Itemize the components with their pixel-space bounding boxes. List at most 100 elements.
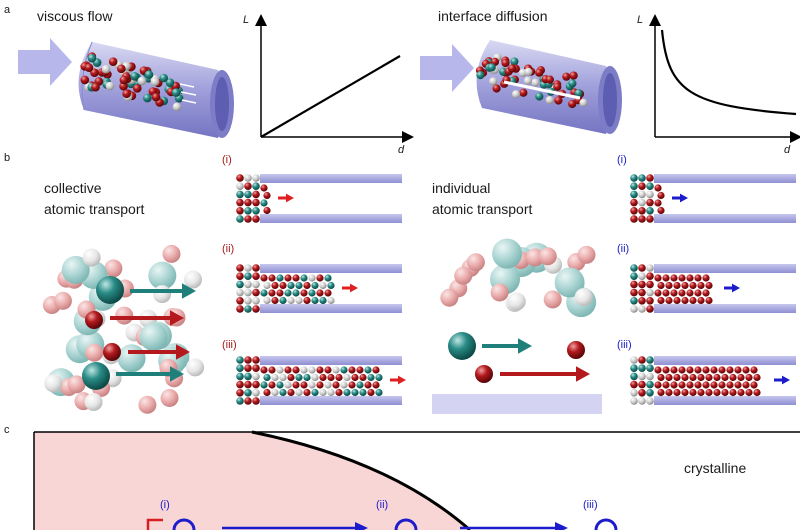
atom [508,64,517,73]
atom [630,297,638,305]
atom [638,264,646,272]
atom [646,198,654,207]
atom [372,366,380,374]
atom [657,373,665,382]
atom [252,356,260,364]
atom [638,280,646,289]
atom [646,380,654,389]
atom [710,366,718,374]
atom [689,281,697,290]
atom [689,373,697,382]
atom [311,388,319,397]
atom [236,272,244,281]
atom [638,380,646,389]
atom [252,380,260,389]
atom [316,289,324,297]
atom [115,306,134,325]
amorphous-region [34,432,470,530]
atom [742,366,750,374]
atom [670,274,678,282]
collective-text-1: collective [44,180,102,196]
atom [654,274,662,282]
atom [638,389,646,397]
atom [492,84,501,93]
atom [101,64,111,74]
graph-decay: L d [637,14,800,156]
atom [662,381,670,389]
linear-curve [260,55,401,138]
atom [348,366,356,374]
atom [523,76,532,85]
atom [276,381,284,389]
atom [284,274,292,282]
atom [630,174,638,182]
panel-label-b: b [4,152,10,164]
atom [638,272,646,281]
atom [562,72,571,81]
individual-arrow-head [518,338,532,354]
atom [268,366,276,374]
atom [487,63,496,72]
crystalline-label: crystalline [684,460,746,476]
atom [244,280,252,289]
atom [236,380,244,389]
interface-diffusion-title: interface diffusion [438,8,547,24]
atom [654,289,662,297]
individual-text-2: atomic transport [432,201,532,217]
atom [574,89,583,98]
atom [553,82,562,91]
atom [303,373,311,382]
atom [359,373,367,382]
atom [340,366,348,374]
atom [162,244,181,263]
atom [311,281,319,290]
tube-wall-bottom [654,396,796,405]
atom [300,381,308,389]
atom [324,274,332,282]
atom [638,305,646,313]
atom [702,289,710,297]
atom [138,395,157,414]
atom [153,285,172,304]
tube-wall-top [260,356,402,365]
atom [753,373,761,382]
atom [271,281,279,290]
atom [236,305,244,313]
atom [476,71,485,80]
atom [252,372,260,381]
atom [276,366,284,374]
atom [324,366,332,374]
atom [665,296,673,305]
atom [151,92,161,102]
atom [327,388,335,397]
atom [139,322,168,351]
atom [568,99,577,109]
atom [681,281,689,290]
tube-wall-top [654,174,796,183]
atom [236,364,244,373]
atom [646,397,654,405]
atom [287,388,295,397]
atom [53,291,72,310]
atom [705,281,713,290]
atom [252,297,260,305]
atom [311,373,319,382]
atom [440,288,459,307]
atom [697,373,705,382]
atom [279,388,287,397]
atom [295,373,303,382]
individual-closeup [432,238,602,414]
tube-wall-bottom [260,396,402,405]
atom [665,373,673,382]
atom [630,397,638,405]
atom [132,84,142,93]
atom [742,381,750,389]
collective-arrow-head [170,310,184,326]
individual-tube-steps [630,174,796,405]
atom [638,198,646,207]
atom [260,289,268,297]
atom [284,381,292,389]
atom [324,381,332,389]
atom [686,366,694,374]
atom [148,261,177,290]
